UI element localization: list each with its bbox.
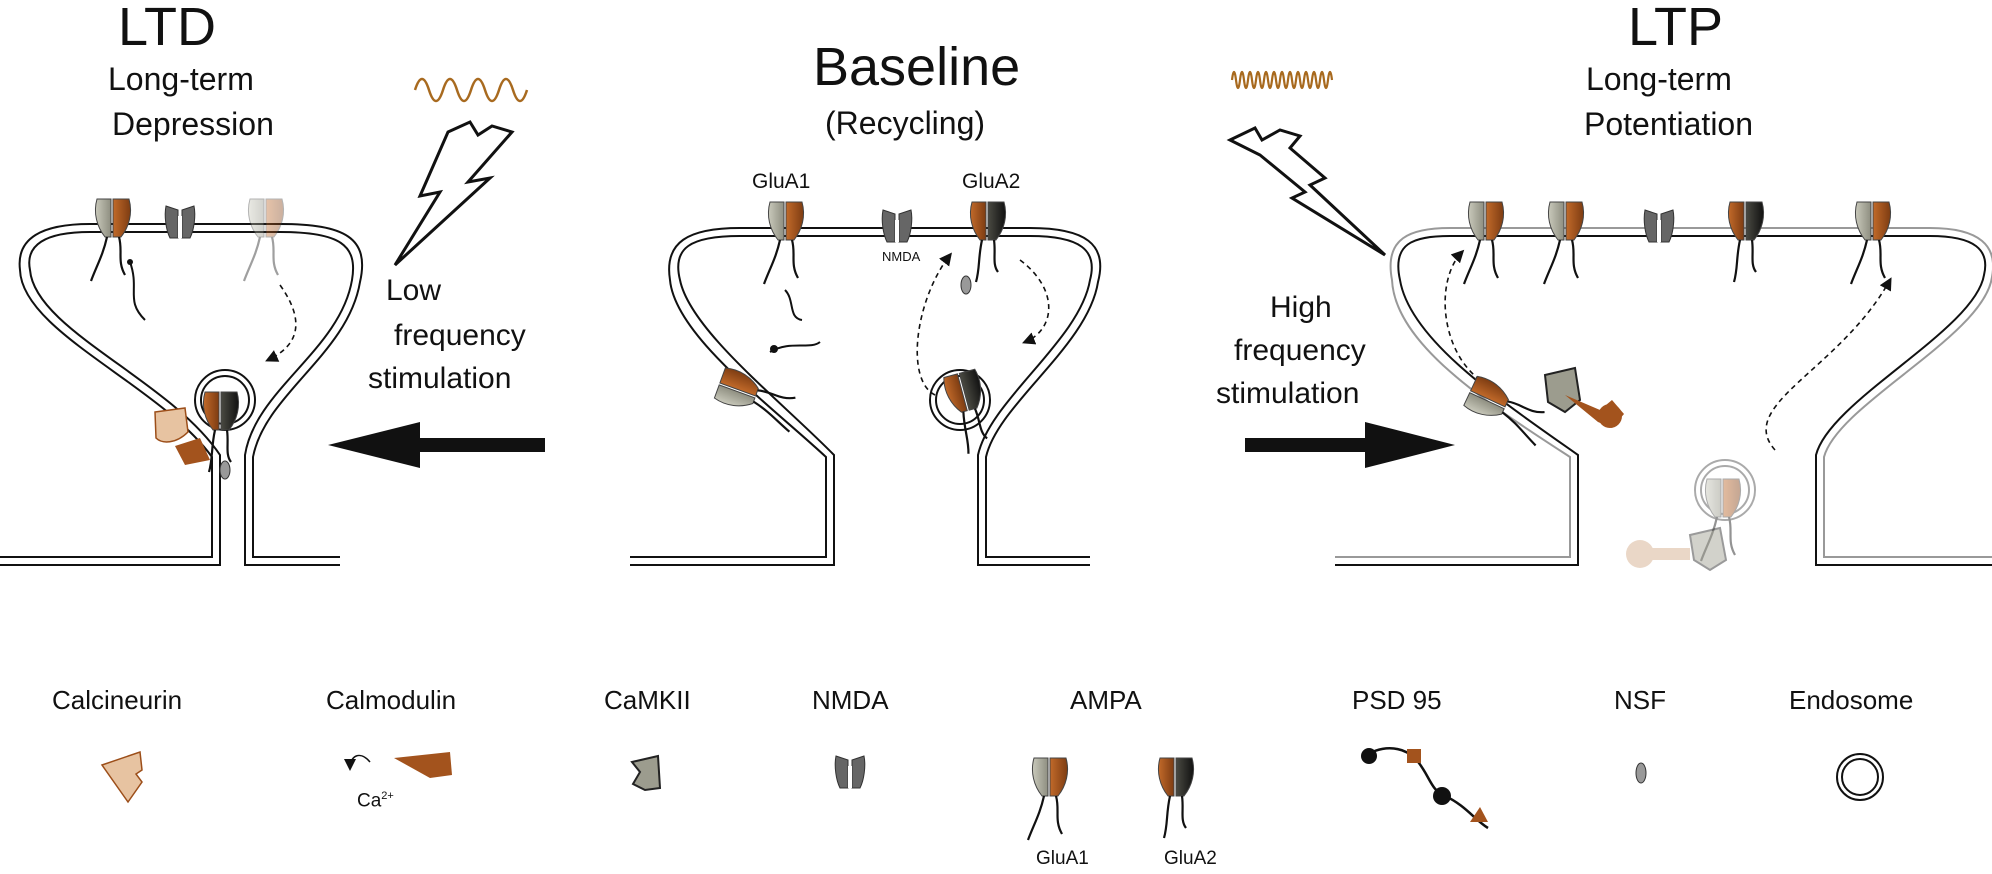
ltd-panel <box>0 77 545 566</box>
baseline-label-glua2: GluA2 <box>962 170 1021 193</box>
legend-calcium-label: Ca2+ <box>357 790 394 812</box>
calmodulin-shape <box>175 438 210 465</box>
low-frequency-wave <box>413 77 529 103</box>
nmda-receptor <box>164 205 196 239</box>
calmodulin-icon <box>394 752 452 778</box>
nmda-receptor <box>881 209 913 243</box>
baseline-panel <box>630 200 1102 566</box>
baseline-label-nmda: NMDA <box>882 249 921 264</box>
legend-ampa-glua2-label: GluA2 <box>1164 848 1217 869</box>
ltd-stim-1: Low <box>386 274 442 307</box>
ampa-glua1-icon <box>1026 756 1069 842</box>
legend-ampa-label: AMPA <box>1070 685 1142 715</box>
ltp-stim-1: High <box>1270 291 1332 324</box>
insertion-arrow-right <box>1765 277 1892 451</box>
baseline-subtitle: (Recycling) <box>825 105 986 141</box>
legend-psd95-label: PSD 95 <box>1352 685 1442 715</box>
lightning-bolt-icon <box>1226 126 1387 257</box>
ltp-title: LTP <box>1628 0 1724 57</box>
legend-ampa-glua1-label: GluA1 <box>1036 848 1089 869</box>
ampa-receptor-glua2 <box>969 200 1007 284</box>
internalization-arrow <box>265 284 297 362</box>
ltd-direction-arrow <box>328 422 545 468</box>
nmda-icon <box>834 755 866 789</box>
legend-calmodulin-label: Calmodulin <box>326 685 457 715</box>
ampa-receptor-glua1 <box>762 200 805 286</box>
ltd-title: LTD <box>118 0 217 57</box>
legend <box>100 747 1884 842</box>
psd95-strand <box>784 289 803 321</box>
ltd-spine-outline <box>0 223 364 566</box>
legend-endosome-label: Endosome <box>1789 685 1914 715</box>
ltd-subtitle-1: Long-term <box>108 61 254 97</box>
ampa-glua2-icon <box>1157 756 1195 840</box>
legend-nmda-label: NMDA <box>812 685 889 715</box>
ltp-subtitle-1: Long-term <box>1586 61 1732 97</box>
camkii-icon <box>630 754 662 792</box>
calcineurin-shape <box>154 407 189 443</box>
ampa-receptor-glua1 <box>89 197 132 283</box>
camkii-faded <box>1626 526 1728 572</box>
nsf-shape <box>960 275 972 295</box>
calcium-binding-arrow <box>344 754 371 771</box>
psd95-icon <box>1361 747 1489 830</box>
legend-nsf-label: NSF <box>1614 685 1666 715</box>
legend-calcineurin-label: Calcineurin <box>52 685 183 715</box>
ampa-receptor-glua1 <box>1849 200 1892 286</box>
camkii-shape <box>1543 366 1582 414</box>
ampa-receptor-fading <box>242 197 285 283</box>
recycling-arrow-down <box>1019 259 1050 345</box>
baseline-label-glua1: GluA1 <box>752 170 811 193</box>
endosome-icon <box>1836 753 1884 801</box>
ampa-receptor-tilted <box>711 365 805 433</box>
ltd-subtitle-2: Depression <box>112 106 274 142</box>
ltp-panel <box>1226 70 1992 572</box>
recycling-arrow-up <box>916 252 952 396</box>
baseline-spine-outline <box>630 227 1102 566</box>
nmda-receptor <box>1643 209 1675 243</box>
ampa-receptor-glua2 <box>1727 200 1765 284</box>
ltp-subtitle-2: Potentiation <box>1584 106 1754 142</box>
ltp-direction-arrow <box>1245 422 1455 468</box>
ampa-receptor-glua1 <box>1462 200 1505 286</box>
endosome-faded <box>1694 459 1756 563</box>
ltd-stim-3: stimulation <box>368 362 512 395</box>
high-frequency-wave <box>1230 70 1334 90</box>
lightning-bolt-icon <box>393 120 515 267</box>
nsf-icon <box>1635 762 1647 784</box>
calcineurin-icon <box>100 750 143 804</box>
baseline-title: Baseline <box>813 37 1021 97</box>
insertion-arrow-left <box>1444 249 1481 381</box>
psd95-strand <box>129 261 146 321</box>
ltp-stim-3: stimulation <box>1216 377 1360 410</box>
ampa-receptor-glua1 <box>1542 200 1585 286</box>
ltd-stim-2: frequency <box>394 319 526 352</box>
ltp-spine-outline <box>1335 227 1992 566</box>
legend-camkii-label: CaMKII <box>604 685 691 715</box>
ampa-receptor-tilted <box>1460 373 1554 447</box>
ltp-stim-2: frequency <box>1234 334 1366 367</box>
nsf-shape <box>219 460 231 480</box>
